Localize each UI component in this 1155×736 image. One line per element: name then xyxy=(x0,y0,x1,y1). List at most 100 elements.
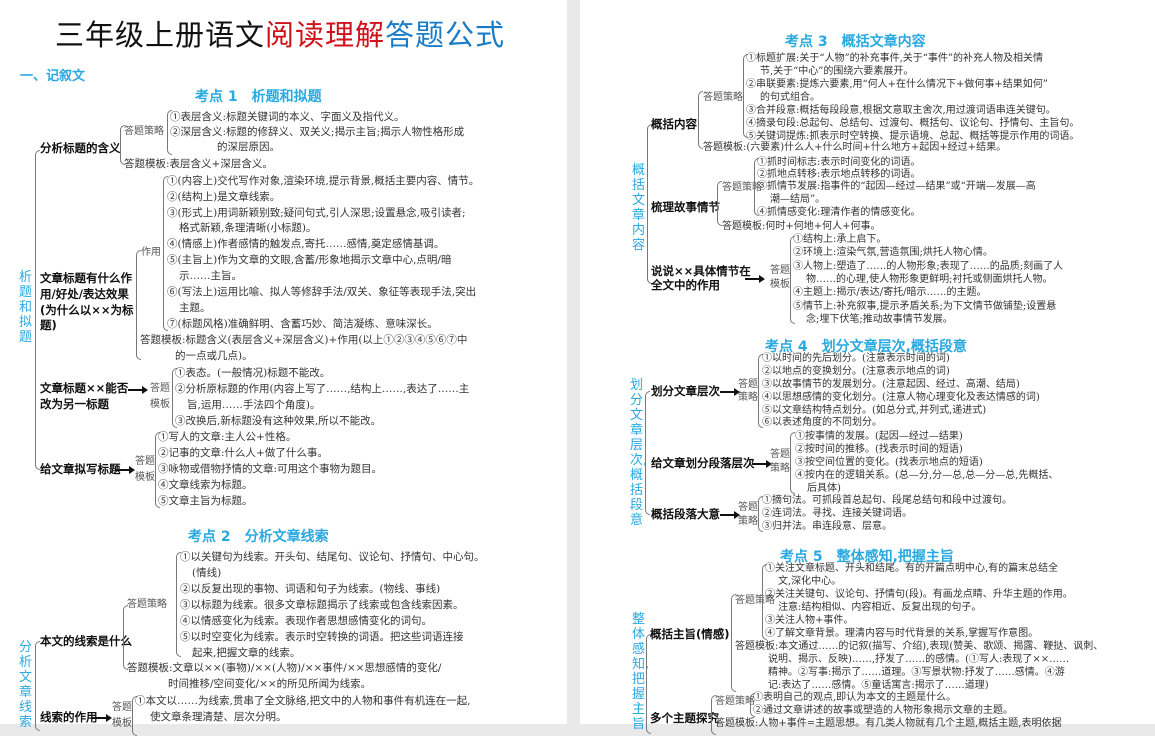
item-line: ②按时间的推移。(找表示时间的短语) xyxy=(795,444,963,455)
template-line: 记:表达了……感情。⑤童话寓言:揭示了……道理) xyxy=(768,680,989,691)
item-line: 起来,把握文章的线索。 xyxy=(192,647,301,659)
item-line: 节,关于“中心”的围绕六要素展开。 xyxy=(760,66,914,77)
item-line: 潮—结局”。 xyxy=(770,194,826,205)
question-label: 全文中的作用 xyxy=(651,278,720,292)
item-line: 注意:结构相似、内容相近、反复出现的句子。 xyxy=(778,602,982,613)
item-line: ③以故事情节的发展划分。(注意起因、经过、高潮、结局) xyxy=(762,379,1020,390)
item-line: ⑦(标题风格)准确鲜明、含蓄巧妙、简洁凝练、意味深长。 xyxy=(167,318,438,330)
item-line: ②记事的文章:什么人+做了什么事。 xyxy=(158,447,328,459)
item-line: ④以思想感情的变化划分。(注意人物心理变化及表达情感的词) xyxy=(762,392,1040,403)
item-line: ③改换后,新标题没有这种效果,所以不能改。 xyxy=(175,415,382,427)
question-label: 多个主题探究 xyxy=(650,711,719,725)
effect-label: 作用 xyxy=(141,247,161,258)
bracket xyxy=(155,432,160,508)
item-line: ②(结构上)是文章线索。 xyxy=(167,191,281,203)
bracket xyxy=(790,236,795,324)
item-line: 示……主旨。 xyxy=(179,270,242,282)
kaodian4-heading: 考点 4 划分文章层次,概括段意 xyxy=(765,339,967,355)
item-line: ⑤以时空变化为线索。表示时空转换的词语。把这些词语连接 xyxy=(180,631,464,643)
item-line: ②连词法。寻找、连接关键词语。 xyxy=(762,508,912,519)
strategy-label: 答题策略 xyxy=(735,595,775,606)
template-label: 模板 xyxy=(770,279,790,290)
strategy-label: 答题策略 xyxy=(703,92,743,103)
question-label: 梳理故事情节 xyxy=(651,200,720,214)
question-label: 改为另一标题 xyxy=(40,397,109,411)
kaodian4-side-label: 划分文章层次,概括段意 xyxy=(630,378,648,528)
question-label: 概括段落大意 xyxy=(651,507,720,521)
template-label: 模板 xyxy=(112,718,132,729)
item-line: ②串联要素:提炼六要素,用“何人+在什么情况下+做何事+结果如何” xyxy=(746,79,1048,90)
strategy-label: 答题 xyxy=(738,379,758,390)
kaodian2-heading: 考点 2 分析文章线索 xyxy=(188,529,329,545)
template-line: 时间推移/空间变化/××的所见所闻为线索。 xyxy=(168,678,372,690)
question-label: 文章标题有什么作 xyxy=(40,271,132,285)
arrow-icon xyxy=(745,275,765,283)
template-label: 模板 xyxy=(135,472,155,483)
item-line: (情线) xyxy=(192,567,222,579)
bracket xyxy=(167,110,172,155)
item-line: ③合并段意:概括每段段意,根据文意取主舍次,用过渡词语串连关键句。 xyxy=(746,105,1056,116)
template-line: 说明、揭示、反映)……,抒发了……的感情。(①写人:表现了××…… xyxy=(768,654,1070,665)
section-heading: 一、记叙文 xyxy=(20,69,86,84)
item-line: ④主题上:揭示/表达/寄托/暗示……的主题。 xyxy=(793,287,987,298)
template-line: 答题模板:人物+事件=主题思想。有几类人物就有几个主题,概括主题,表明依据 xyxy=(715,718,1062,729)
item-line: ④抓情感变化:理清作者的情感变化。 xyxy=(757,207,921,218)
arrow-icon xyxy=(720,388,740,396)
item-line: ④了解文章背景。理清内容与时代背景的关系,掌握写作意图。 xyxy=(765,628,1039,639)
template-line: 答题模板:本文通过……的记叙(描写、介绍),表现(赞美、歌颂、揭露、鞭挞、讽刺、 xyxy=(735,641,1104,652)
bracket xyxy=(698,91,703,149)
item-line: 使文章条理清楚、层次分明。 xyxy=(150,711,287,723)
arrow-icon xyxy=(720,511,740,519)
item-line: ④以情感变化为线索。表现作者思想感情变化的词句。 xyxy=(180,615,432,627)
strategy-label: 答题策略 xyxy=(722,182,762,193)
question-label: (为什么以××为标 xyxy=(40,303,134,317)
item-line: ①关注文章标题、开头和结尾。有的开篇点明中心,有的篇末总结全 xyxy=(765,563,1059,574)
item-line: ②通过文章讲述的故事或塑造的人物形象揭示文章的主题。 xyxy=(753,705,1013,716)
item-line: ③(形式上)用词新颖别致;疑问句式,引人深思;设置悬念,吸引读者; xyxy=(167,207,466,219)
template-line: 答题模板:表层含义+深层含义。 xyxy=(124,158,273,170)
item-line: 格式新颖,条理清晰(小标题)。 xyxy=(179,222,317,234)
bracket xyxy=(163,176,168,331)
item-line: ③以标题为线索。很多文章标题揭示了线索或包含线索因素。 xyxy=(180,599,464,611)
kaodian2-side-label: 分析文章线索 xyxy=(19,640,33,730)
item-line: ②以反复出现的事物、词语和句子为线索。(物线、事线) xyxy=(180,583,441,595)
arrow-icon xyxy=(92,714,112,722)
arrow-icon xyxy=(128,386,148,394)
bracket xyxy=(123,605,128,670)
item-line: ①表明自己的观点,即认为本文的主题是什么。 xyxy=(753,692,957,703)
item-line: ④按内在的逻辑关系。(总—分,分—总,总—分—总,先概括、 xyxy=(795,470,1059,481)
item-line: ①表层含义:标题关键词的本义、字面义及指代义。 xyxy=(170,111,405,123)
strategy-label: 答题 xyxy=(770,449,790,460)
bracket xyxy=(743,54,748,138)
item-line: ⑤以文章结构特点划分。(如总分式,并列式,递进式) xyxy=(762,405,987,416)
kaodian3-heading: 考点 3 概括文章内容 xyxy=(785,34,926,50)
question-label: 划分文章层次 xyxy=(651,384,720,398)
item-line: 文,深化中心。 xyxy=(778,576,842,587)
bracket xyxy=(750,693,755,717)
item-line: ③关注人物+事件。 xyxy=(765,615,854,626)
item-line: ①本文以……为线索,贯串了全文脉络,把文中的人物和事件有机连在一起, xyxy=(135,695,471,707)
question-label: 概括主旨(情感) xyxy=(650,627,730,641)
question-label: 用/好处/表达效果 xyxy=(40,287,129,301)
item-line: 念;埋下伏笔;推动故事情节发展。 xyxy=(806,314,953,325)
item-line: ⑥以表述角度的不同划分。 xyxy=(762,417,882,428)
item-line: ②深层含义:标题的修辞义、双关义;揭示主旨;揭示人物性格形成 xyxy=(170,126,465,138)
strategy-label: 答题策略 xyxy=(124,126,164,137)
strategy-label: 答题 xyxy=(738,502,758,513)
item-line: ①按事情的发展。(起因—经过—结果) xyxy=(795,431,963,442)
template-label: 答题 xyxy=(150,383,170,394)
question-label: 概括内容 xyxy=(651,117,697,131)
item-line: ③抓情节发展:指事件的“起因—经过—结果”或“开端—发展—高 xyxy=(757,181,1036,192)
question-label: 本文的线索是什么 xyxy=(40,634,132,648)
strategy-label: 答题策略 xyxy=(715,696,755,707)
question-label: 说说××具体情节在 xyxy=(651,264,751,278)
question-label: 题) xyxy=(40,318,57,332)
template-line: 答题模板:标题含义(表层含义+深层含义)+作用(以上①②③④⑤⑥⑦中 xyxy=(140,334,468,346)
item-line: ②环境上:渲染气氛,营造氛围;烘托人物心情。 xyxy=(793,247,993,258)
template-line: 的一点或几点)。 xyxy=(175,350,253,362)
template-line: 精神。②写事:揭示了……道理。③写景状物:抒发了……感情。④游 xyxy=(768,667,1065,678)
arrow-icon xyxy=(115,466,135,474)
item-line: ②关注关键句、议论句、抒情句(段)。有画龙点睛、升华主题的作用。 xyxy=(765,589,1073,600)
item-line: ①(内容上)交代写作对象,渲染环境,提示背景,概括主要内容、情节。 xyxy=(167,175,480,187)
bracket xyxy=(35,150,40,470)
